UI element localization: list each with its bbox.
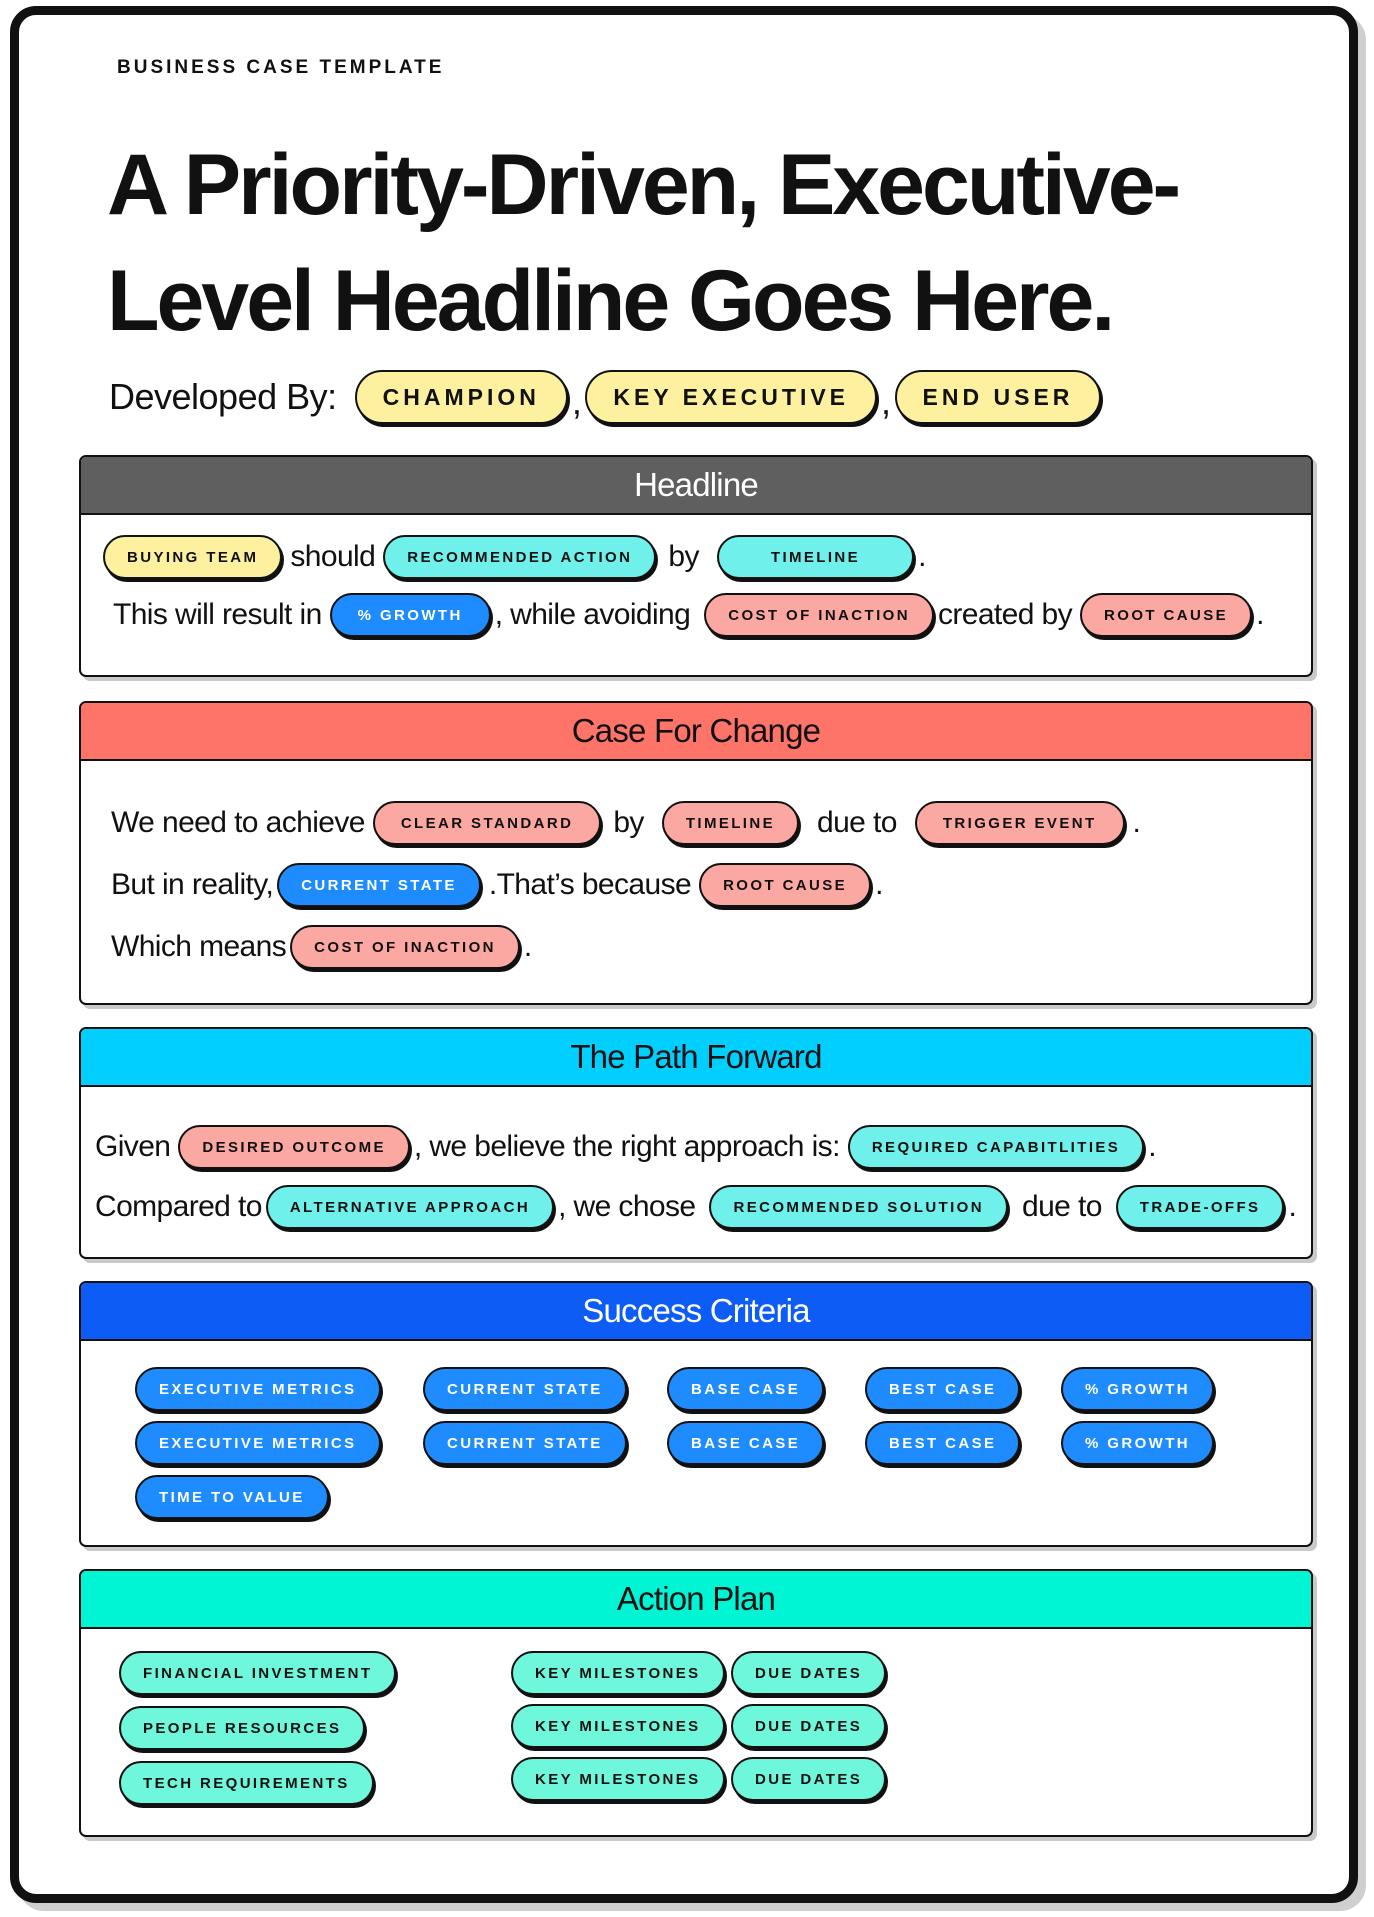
- comma: ,: [881, 381, 891, 422]
- developed-by-label: Developed By:: [109, 376, 337, 417]
- pill-current-state[interactable]: CURRENT STATE: [277, 863, 481, 907]
- text: Given: [95, 1130, 171, 1163]
- text: .: [875, 868, 883, 901]
- criteria-pill-executive-metrics[interactable]: EXECUTIVE METRICS: [135, 1421, 381, 1465]
- section-action-plan: Action Plan FINANCIAL INVESTMENT PEOPLE …: [79, 1569, 1313, 1837]
- pill-clear-standard[interactable]: CLEAR STANDARD: [372, 801, 602, 845]
- criteria-pill-percent-growth[interactable]: % GROWTH: [1061, 1367, 1215, 1411]
- text: by: [668, 540, 699, 573]
- section-title-case-for-change: Case For Change: [81, 703, 1311, 761]
- action-pill-due-dates[interactable]: DUE DATES: [731, 1757, 887, 1801]
- pill-alternative-approach[interactable]: ALTERNATIVE APPROACH: [265, 1185, 555, 1229]
- eyebrow-label: BUSINESS CASE TEMPLATE: [117, 57, 445, 78]
- pill-root-cause[interactable]: ROOT CAUSE: [699, 863, 872, 907]
- text: Which means: [111, 930, 287, 963]
- text: .: [1288, 1190, 1297, 1223]
- action-pill-financial-investment[interactable]: FINANCIAL INVESTMENT: [119, 1651, 397, 1695]
- criteria-pill-percent-growth[interactable]: % GROWTH: [1061, 1421, 1215, 1465]
- path-line-1: Given DESIRED OUTCOME , we believe the r…: [91, 1125, 1160, 1169]
- section-path-forward: The Path Forward Given DESIRED OUTCOME ,…: [79, 1027, 1313, 1259]
- text: .: [1148, 1130, 1156, 1163]
- pill-trade-offs[interactable]: TRADE-OFFS: [1115, 1185, 1285, 1229]
- pill-cost-of-inaction[interactable]: COST OF INACTION: [704, 593, 934, 637]
- action-pill-tech-requirements[interactable]: TECH REQUIREMENTS: [119, 1761, 374, 1805]
- text: .: [918, 540, 926, 573]
- text: created by: [937, 598, 1073, 631]
- pill-root-cause[interactable]: ROOT CAUSE: [1080, 593, 1253, 637]
- pill-percent-growth[interactable]: % GROWTH: [329, 593, 491, 637]
- criteria-pill-best-case[interactable]: BEST CASE: [865, 1367, 1021, 1411]
- criteria-pill-base-case[interactable]: BASE CASE: [667, 1421, 825, 1465]
- action-pill-due-dates[interactable]: DUE DATES: [731, 1651, 887, 1695]
- section-headline: Headline BUYING TEAM should RECOMMENDED …: [79, 455, 1313, 677]
- action-pill-key-milestones[interactable]: KEY MILESTONES: [511, 1651, 725, 1695]
- section-title-path-forward: The Path Forward: [81, 1029, 1311, 1087]
- comma: ,: [571, 381, 582, 422]
- headline-line-2: This will result in % GROWTH , while avo…: [109, 593, 1268, 637]
- criteria-pill-executive-metrics[interactable]: EXECUTIVE METRICS: [135, 1367, 381, 1411]
- page-frame: BUSINESS CASE TEMPLATE A Priority-Driven…: [10, 6, 1358, 1903]
- text: We need to achieve: [111, 806, 365, 839]
- criteria-pill-base-case[interactable]: BASE CASE: [667, 1367, 825, 1411]
- text: .That’s because: [488, 868, 692, 901]
- case-line-2: But in reality, CURRENT STATE .That’s be…: [107, 863, 887, 907]
- role-pill-champion[interactable]: CHAMPION: [354, 370, 568, 424]
- pill-cost-of-inaction[interactable]: COST OF INACTION: [290, 925, 520, 969]
- text: Compared to: [95, 1190, 262, 1223]
- section-success-criteria: Success Criteria EXECUTIVE METRICS CURRE…: [79, 1281, 1313, 1547]
- pill-timeline[interactable]: TIMELINE: [716, 535, 915, 579]
- criteria-pill-current-state[interactable]: CURRENT STATE: [423, 1367, 627, 1411]
- section-title-success-criteria: Success Criteria: [81, 1283, 1311, 1341]
- section-title-headline: Headline: [81, 457, 1311, 515]
- criteria-pill-current-state[interactable]: CURRENT STATE: [423, 1421, 627, 1465]
- text: by: [613, 806, 644, 839]
- pill-buying-team[interactable]: BUYING TEAM: [103, 535, 283, 579]
- criteria-pill-time-to-value[interactable]: TIME TO VALUE: [135, 1475, 329, 1519]
- text: , we believe the right approach is:: [413, 1130, 841, 1163]
- headline-line-1: BUYING TEAM should RECOMMENDED ACTION by…: [99, 535, 930, 579]
- criteria-pill-best-case[interactable]: BEST CASE: [865, 1421, 1021, 1465]
- text: , we chose: [558, 1190, 696, 1223]
- role-pill-end-user[interactable]: END USER: [894, 370, 1102, 424]
- pill-trigger-event[interactable]: TRIGGER EVENT: [914, 801, 1125, 845]
- text: due to: [817, 806, 897, 839]
- text: , while avoiding: [494, 598, 691, 631]
- pill-recommended-solution[interactable]: RECOMMENDED SOLUTION: [709, 1185, 1008, 1229]
- pill-recommended-action[interactable]: RECOMMENDED ACTION: [383, 535, 657, 579]
- section-title-action-plan: Action Plan: [81, 1571, 1311, 1629]
- text: should: [290, 540, 376, 573]
- pill-required-capabilities[interactable]: REQUIRED CAPABITLITIES: [847, 1125, 1145, 1169]
- action-pill-key-milestones[interactable]: KEY MILESTONES: [511, 1704, 725, 1748]
- text: .: [1256, 598, 1264, 631]
- path-line-2: Compared to ALTERNATIVE APPROACH , we ch…: [91, 1185, 1300, 1229]
- text: This will result in: [113, 598, 322, 631]
- action-pill-due-dates[interactable]: DUE DATES: [731, 1704, 887, 1748]
- action-pill-people-resources[interactable]: PEOPLE RESOURCES: [119, 1706, 366, 1750]
- page-headline: A Priority-Driven, Executive-Level Headl…: [107, 137, 1181, 349]
- developed-by-row: Developed By: CHAMPION , KEY EXECUTIVE ,…: [109, 367, 1102, 427]
- pill-desired-outcome[interactable]: DESIRED OUTCOME: [178, 1125, 410, 1169]
- role-pill-key-executive[interactable]: KEY EXECUTIVE: [585, 370, 878, 424]
- pill-timeline[interactable]: TIMELINE: [661, 801, 800, 845]
- text: .: [523, 930, 532, 963]
- text: due to: [1021, 1190, 1102, 1223]
- text: .: [1132, 806, 1141, 839]
- text: But in reality,: [111, 868, 274, 901]
- action-pill-key-milestones[interactable]: KEY MILESTONES: [511, 1757, 725, 1801]
- section-case-for-change: Case For Change We need to achieve CLEAR…: [79, 701, 1313, 1005]
- case-line-1: We need to achieve CLEAR STANDARD by TIM…: [107, 801, 1144, 845]
- case-line-3: Which means COST OF INACTION .: [107, 925, 536, 969]
